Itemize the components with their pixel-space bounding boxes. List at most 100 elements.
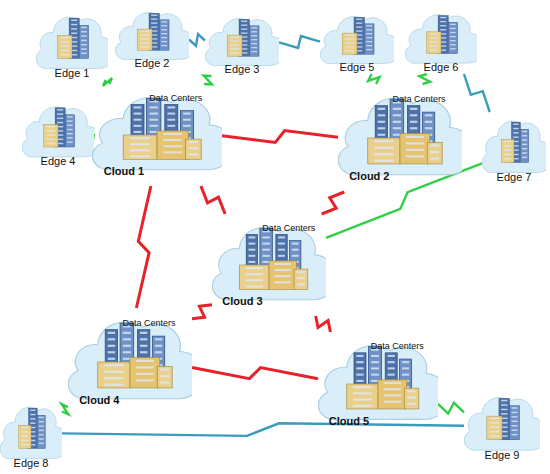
building-window [402,374,409,376]
cloud-outline [0,407,62,459]
building-window [108,351,115,353]
building-window [297,283,305,285]
building-window [429,33,438,34]
building-window [155,338,162,340]
building-window [161,25,167,26]
building-window [251,47,257,48]
building-window [130,149,150,151]
building-window [450,32,456,33]
building-window [183,119,191,121]
building-window [345,38,354,39]
building-window [406,142,424,144]
building-window [230,36,239,37]
building-window [366,41,372,42]
building [123,135,157,159]
building-window [504,154,512,155]
edge-label: Edge 7 [482,171,546,183]
building-window [410,108,417,110]
lightning-link [419,74,430,84]
building-window [21,435,28,436]
building-window [57,113,63,114]
building-window [71,24,77,25]
building-window [371,355,379,357]
building-window [183,125,191,127]
building [186,139,202,159]
building-window [104,364,123,366]
building-window [167,125,175,127]
building-window [67,141,73,142]
building-window [490,418,499,419]
building-window [356,30,362,31]
building-window [46,126,55,127]
building-window [21,431,28,432]
building-window [161,33,167,34]
building-window [81,35,87,36]
building-window [136,360,154,362]
building-window [163,139,182,141]
building-window [356,19,362,20]
building-window [21,444,28,445]
building-window [522,148,527,149]
cloud-outline [22,107,94,157]
edge-node: Edge 5 [320,8,394,74]
edge-label: Edge 6 [405,61,477,73]
building-window [378,114,385,116]
building-window [407,403,416,405]
building-window [402,367,409,369]
building-window [136,366,154,368]
building-window [134,125,142,127]
lightning-link [279,36,320,48]
building-window [522,144,527,145]
building-window [512,434,518,435]
building-window [278,249,285,251]
lightning-link [192,368,318,379]
building-window [245,279,263,281]
building-window [151,22,157,23]
building-window [356,361,363,363]
building-window [251,35,257,36]
building-window [450,28,456,29]
building-window [512,429,518,430]
building [19,425,31,448]
building-window [161,21,167,22]
building-window [108,358,115,360]
building-window [366,37,372,38]
building [347,384,378,409]
building-window [104,371,123,373]
building-window [67,120,73,121]
building-window [274,275,290,277]
building [249,26,259,56]
building-window [81,40,87,41]
building-window [46,139,55,140]
building-window [512,421,518,422]
building-window [440,25,446,26]
building-window [230,52,239,53]
building-window [30,418,35,419]
lightning-link [322,192,345,214]
building-window [71,20,77,21]
building-window [512,416,518,417]
building-window [356,355,363,357]
building-window [278,255,285,257]
building-window [425,114,432,116]
building [294,269,308,289]
building-window [407,396,416,398]
building [520,129,528,162]
building-window [21,440,28,441]
building-window [140,351,147,353]
building [37,415,45,448]
building-window [512,425,518,426]
building-window [410,127,417,129]
building-window [39,421,44,422]
building-window [81,31,87,32]
building-window [450,44,456,45]
cloud-outline [482,121,546,173]
edge-label: Edge 9 [464,449,540,461]
building-window [353,399,372,401]
building-window [248,236,255,238]
cloud-node: Data CentersCloud 4 [68,308,192,416]
building-window [140,332,147,334]
building-window [274,269,290,271]
building [487,416,502,440]
building-window [57,118,63,119]
